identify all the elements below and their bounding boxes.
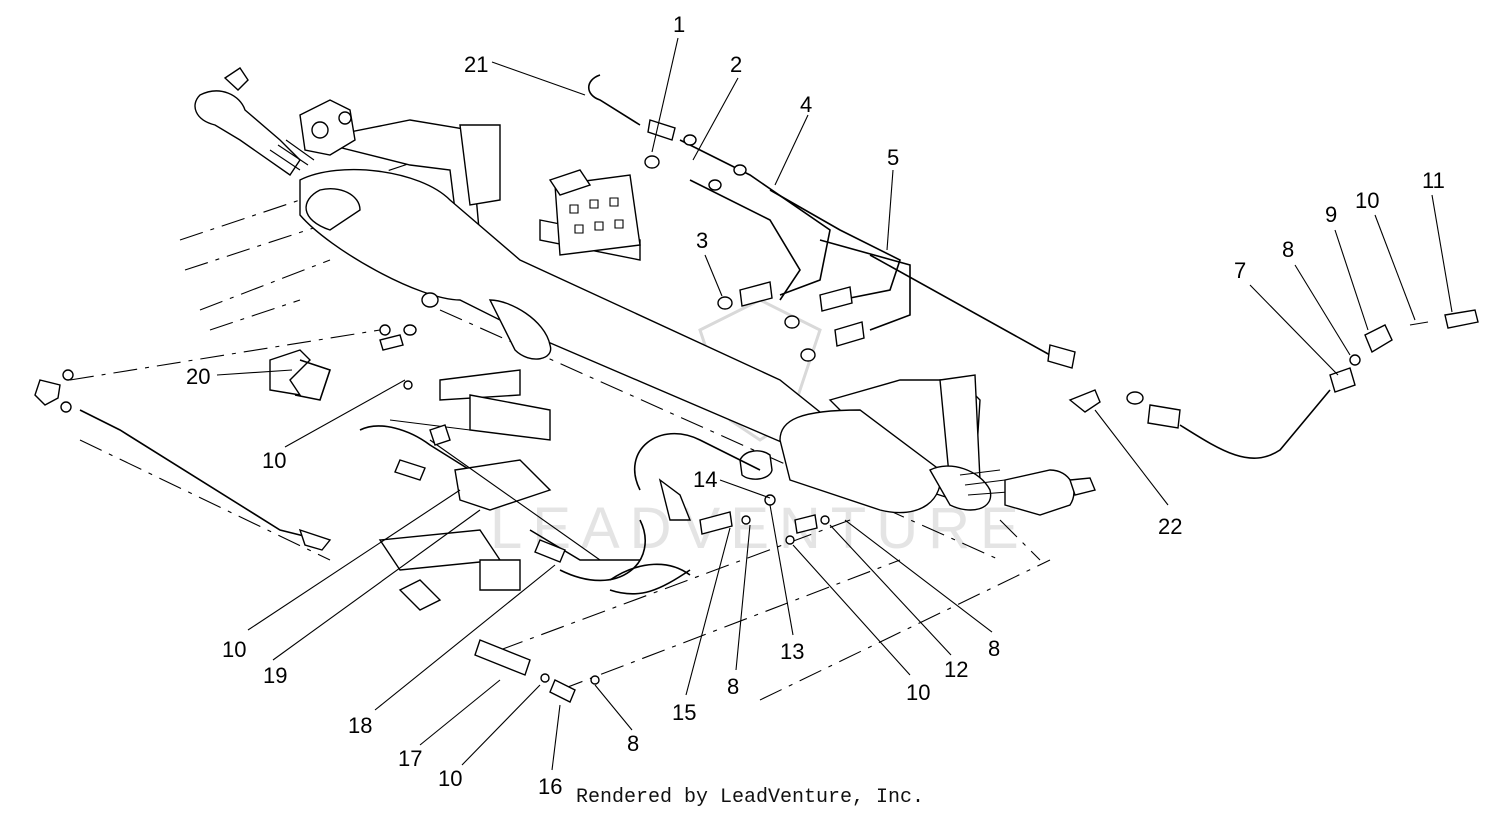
- callout-22: 22: [1158, 514, 1182, 539]
- callout-17: 17: [398, 746, 422, 771]
- callout-8: 8: [988, 636, 1000, 661]
- callouts: 1 2 3 4 5 7 8 9 10 11 21 20 10 22 14 10 …: [186, 12, 1445, 799]
- callout-2: 2: [730, 52, 742, 77]
- axle-frame: [194, 67, 1096, 516]
- callout-8: 8: [1282, 237, 1294, 262]
- callout-10: 10: [1355, 188, 1379, 213]
- callout-20: 20: [186, 364, 210, 389]
- callout-1: 1: [673, 12, 685, 37]
- callout-10: 10: [438, 766, 462, 791]
- callout-3: 3: [696, 228, 708, 253]
- callout-21: 21: [464, 52, 488, 77]
- leader-lines: [216, 37, 1453, 771]
- callout-13: 13: [780, 639, 804, 664]
- callout-8: 8: [727, 674, 739, 699]
- lower-hydraulic-lines: [34, 292, 830, 703]
- callout-5: 5: [887, 145, 899, 170]
- callout-10: 10: [222, 637, 246, 662]
- callout-19: 19: [263, 663, 287, 688]
- watermark-text: LEADVENTURE: [490, 496, 1029, 561]
- upper-hydraulic-lines: [587, 74, 1479, 459]
- callout-4: 4: [800, 92, 812, 117]
- callout-10: 10: [906, 680, 930, 705]
- credit-text: Rendered by LeadVenture, Inc.: [575, 786, 925, 809]
- callout-8: 8: [627, 731, 639, 756]
- credit-footer: Rendered by LeadVenture, Inc.: [0, 786, 1500, 809]
- callout-7: 7: [1234, 258, 1246, 283]
- callout-15: 15: [672, 700, 696, 725]
- callout-12: 12: [944, 657, 968, 682]
- callout-10: 10: [262, 448, 286, 473]
- callout-11: 11: [1422, 168, 1445, 193]
- callout-16: 16: [538, 774, 562, 799]
- callout-14: 14: [693, 467, 717, 492]
- callout-9: 9: [1325, 202, 1337, 227]
- callout-18: 18: [348, 713, 372, 738]
